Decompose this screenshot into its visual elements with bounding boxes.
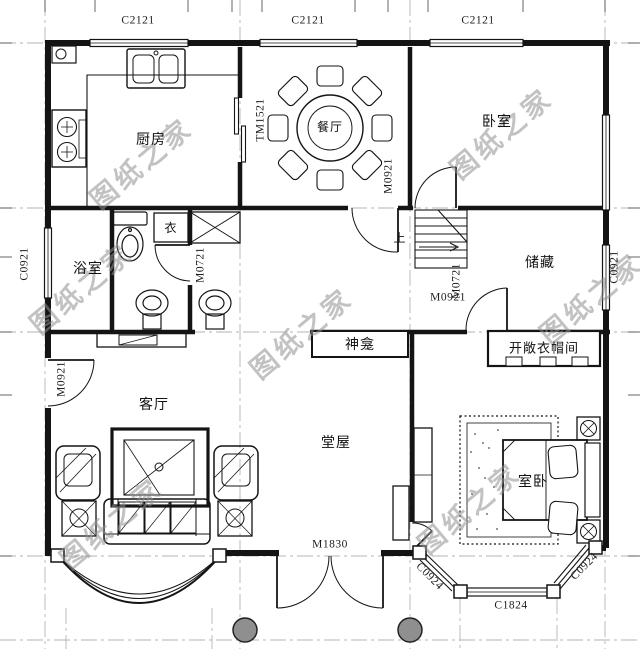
- room-label-hall: 堂屋: [321, 434, 351, 450]
- bay-window-curved: [50, 548, 227, 604]
- nightstand-bottom: [576, 519, 601, 544]
- label-stairs-up: 上: [393, 231, 407, 245]
- door-hall: [351, 207, 399, 253]
- window-top-1: [89, 38, 189, 48]
- cloakroom-box: [486, 329, 602, 368]
- kitchen-sink: [126, 48, 186, 89]
- label-window-bathroom: C0921: [18, 247, 31, 281]
- room-label-bedroom-main: 室卧: [518, 473, 548, 489]
- label-bay-window-front: C1824: [494, 599, 528, 612]
- duct-shaft: [189, 211, 241, 244]
- room-label-shrine: 神龛: [345, 336, 375, 352]
- toilet: [112, 211, 148, 262]
- porch-column-left: [232, 617, 258, 643]
- window-top-2: [259, 38, 358, 48]
- label-door-hall: M0921: [430, 291, 466, 304]
- door-bedroom-top: [414, 166, 457, 209]
- windows: [43, 38, 611, 311]
- window-bathroom-left: [43, 227, 53, 299]
- door-living-left: [47, 359, 95, 407]
- stove: [51, 109, 87, 168]
- porch-column-right: [397, 617, 423, 643]
- label-door-entrance: M1830: [312, 538, 348, 551]
- armchair-left: [55, 445, 101, 501]
- bay-window-poly: [412, 540, 603, 599]
- washbasin-left: [135, 289, 169, 330]
- shrine-box: [311, 330, 409, 358]
- armchair-right: [213, 445, 259, 501]
- label-window-top-2: C2121: [291, 14, 325, 27]
- room-label-kitchen: 厨房: [136, 131, 166, 147]
- label-sliding-door: TM1521: [254, 98, 267, 142]
- coffee-table: [110, 427, 210, 508]
- washbasin-right: [198, 289, 232, 330]
- room-label-cloakroom: 开敞衣帽间: [508, 340, 580, 356]
- dimension-ticks: [0, 0, 640, 557]
- room-label-bathroom: 浴室: [73, 260, 103, 276]
- room-label-bedroom-top: 卧室: [482, 113, 512, 129]
- label-door-bathroom: M0721: [194, 247, 207, 283]
- stairs: [414, 209, 468, 269]
- side-table-left: [61, 500, 97, 537]
- side-table-right: [217, 500, 253, 537]
- door-storage: [465, 287, 508, 331]
- window-bedroom-right: [601, 114, 611, 211]
- window-top-3: [429, 38, 524, 48]
- label-window-storage: C0921: [608, 250, 621, 284]
- label-door-storage: M0721: [450, 263, 463, 299]
- bed: [502, 439, 601, 536]
- dining-table: [267, 65, 393, 191]
- hall-cabinet: [392, 485, 410, 541]
- sofa: [103, 498, 211, 545]
- sliding-door: [233, 97, 247, 163]
- room-label-closet: 衣: [164, 221, 178, 235]
- kitchen-appliance: [51, 45, 77, 64]
- room-label-storage: 储藏: [525, 254, 555, 270]
- door-bathroom: [154, 244, 191, 282]
- window-storage-right: [601, 244, 611, 311]
- room-label-dining: 餐厅: [316, 120, 344, 134]
- door-entrance: [276, 555, 384, 609]
- room-label-living: 客厅: [139, 396, 169, 412]
- label-window-top-1: C2121: [121, 14, 155, 27]
- kitchen-counter: [86, 74, 240, 207]
- nightstand-top: [576, 416, 601, 441]
- tv-cabinet: [96, 332, 187, 348]
- label-window-top-3: C2121: [461, 14, 495, 27]
- label-door-dining: M0921: [382, 158, 395, 194]
- label-door-living: M0921: [55, 361, 68, 397]
- closet-box: [153, 212, 189, 243]
- doors: [47, 166, 508, 609]
- wardrobe: [413, 427, 433, 523]
